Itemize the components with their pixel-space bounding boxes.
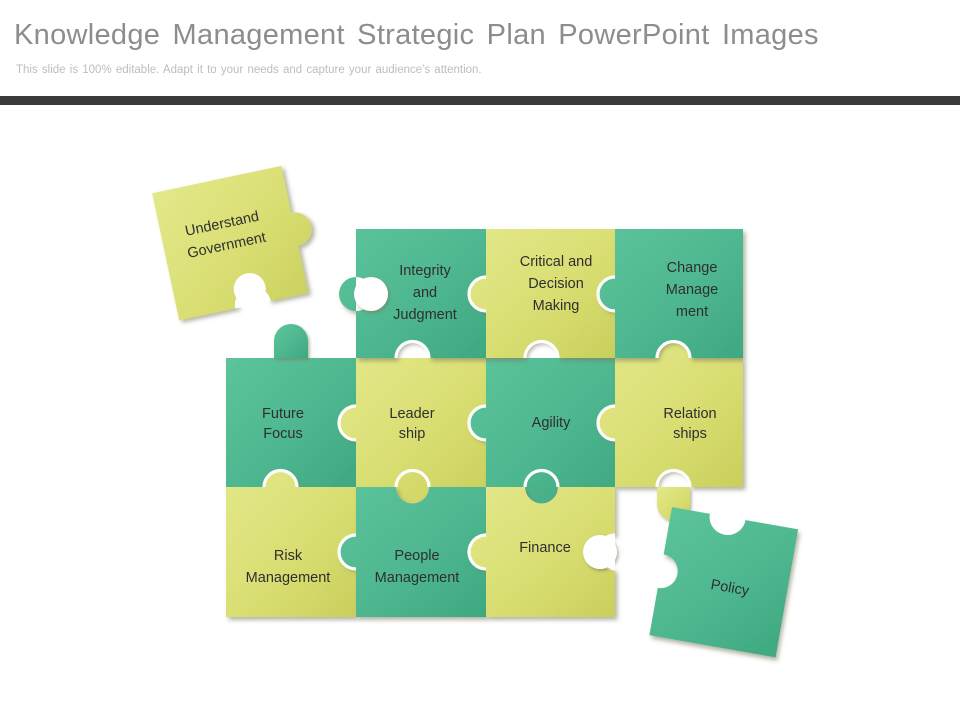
slide-subtitle: This slide is 100% editable. Adapt it to… <box>16 64 482 76</box>
puzzle-piece-critical-and-decision-making[interactable]: Critical and Decision Making <box>469 229 615 358</box>
puzzle-piece-understand-government[interactable]: Understand Government <box>152 162 325 321</box>
puzzle-piece-leadership[interactable]: Leader ship <box>339 358 486 504</box>
header-divider <box>0 96 960 105</box>
puzzle-piece-agility[interactable]: Agility <box>469 358 615 504</box>
puzzle-piece-change-management[interactable]: Change Manage ment <box>598 229 743 358</box>
puzzle-row-1: Integrity and Judgment Critical and Deci… <box>339 229 743 358</box>
puzzle-piece-risk-management[interactable]: Risk Management <box>226 470 356 618</box>
puzzle-connector-future-focus-top <box>274 323 308 358</box>
puzzle-row-2: Future Focus Leader ship Agility <box>226 341 743 504</box>
puzzle-piece-policy[interactable]: Policy <box>649 507 799 658</box>
page-title: Knowledge Management Strategic Plan Powe… <box>14 19 819 51</box>
puzzle-piece-relationships[interactable]: Relation ships <box>598 341 743 488</box>
puzzle-socket-integrity-left <box>354 277 388 311</box>
puzzle-socket-finance-right <box>583 535 617 569</box>
puzzle-svg: Future Focus Leader ship Agility <box>152 162 799 658</box>
puzzle-diagram: Future Focus Leader ship Agility <box>0 105 960 720</box>
slide-header: Knowledge Management Strategic Plan Powe… <box>0 0 960 96</box>
puzzle-piece-future-focus[interactable]: Future Focus <box>226 358 356 487</box>
puzzle-piece-people-management[interactable]: People Management <box>339 487 486 617</box>
